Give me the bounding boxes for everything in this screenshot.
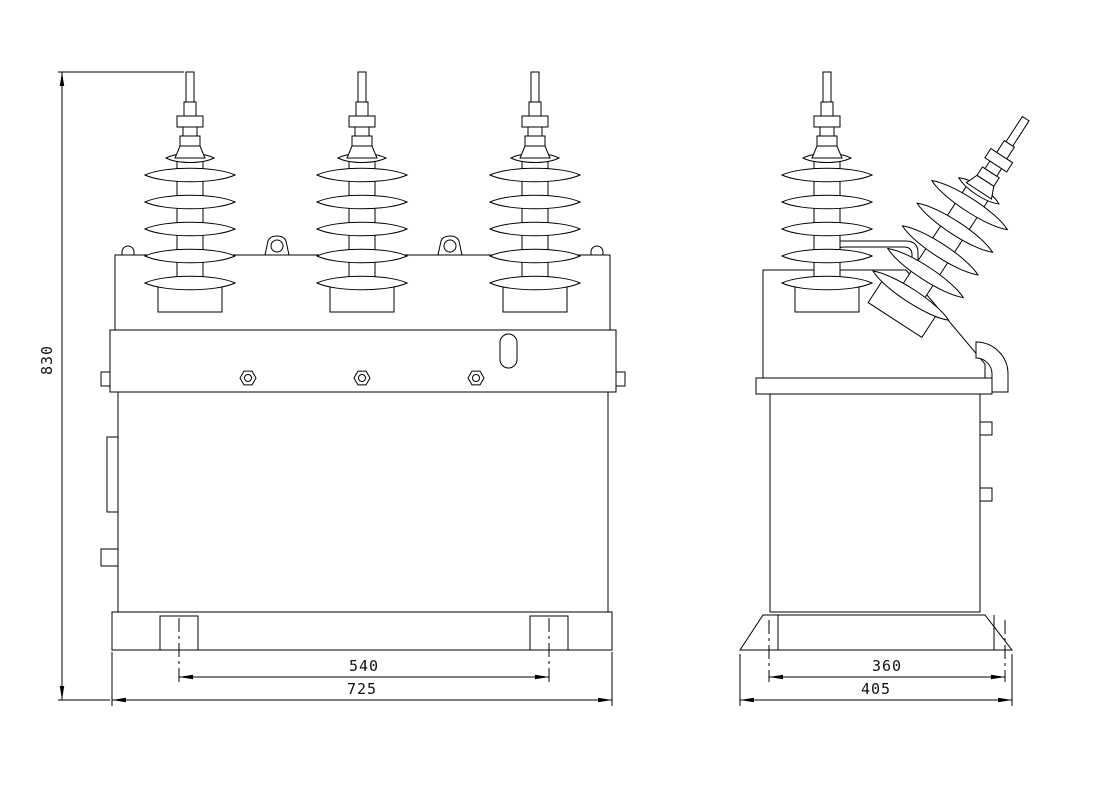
side-tank (769, 393, 981, 613)
dimension-label-405: 405 (861, 680, 891, 698)
dimension-label-540: 540 (349, 657, 379, 675)
tank-side-strip (106, 436, 119, 513)
cable-spout (975, 341, 1009, 393)
front-tank (117, 391, 609, 613)
bushing-side-tilted (856, 93, 1064, 346)
dimension-label-360: 360 (872, 657, 902, 675)
hex-bolt (353, 370, 371, 386)
flange-tab-right (615, 371, 626, 387)
front-flange-band (109, 329, 617, 393)
ear-hole (443, 239, 457, 253)
hex-bolt (239, 370, 257, 386)
mounting-ear (264, 235, 290, 256)
flange-tab-left (100, 371, 111, 387)
hex-bolt-hole (472, 374, 480, 382)
oval-slot (499, 333, 518, 369)
dimensions: 830 540 725 360 405 (38, 71, 1013, 706)
side-base-skid (739, 614, 1014, 651)
hex-bolt (467, 370, 485, 386)
lifting-lug-left (121, 245, 135, 307)
tank-rear-tab (979, 487, 993, 502)
mounting-ear (437, 235, 463, 256)
ear-hole (270, 239, 284, 253)
side-flange-band (755, 377, 993, 395)
hex-bolt-hole (358, 374, 366, 382)
bushing-side-tilted-use (856, 93, 1064, 346)
lifting-lug-right (590, 245, 604, 307)
side-view (739, 71, 1064, 682)
front-base-skid (111, 611, 613, 651)
dimension-label-830: 830 (38, 345, 56, 375)
front-view (100, 71, 626, 682)
tank-side-boss (100, 548, 119, 567)
hex-bolt-hole (244, 374, 252, 382)
tank-rear-tab (979, 421, 993, 436)
dimension-label-725: 725 (347, 680, 377, 698)
